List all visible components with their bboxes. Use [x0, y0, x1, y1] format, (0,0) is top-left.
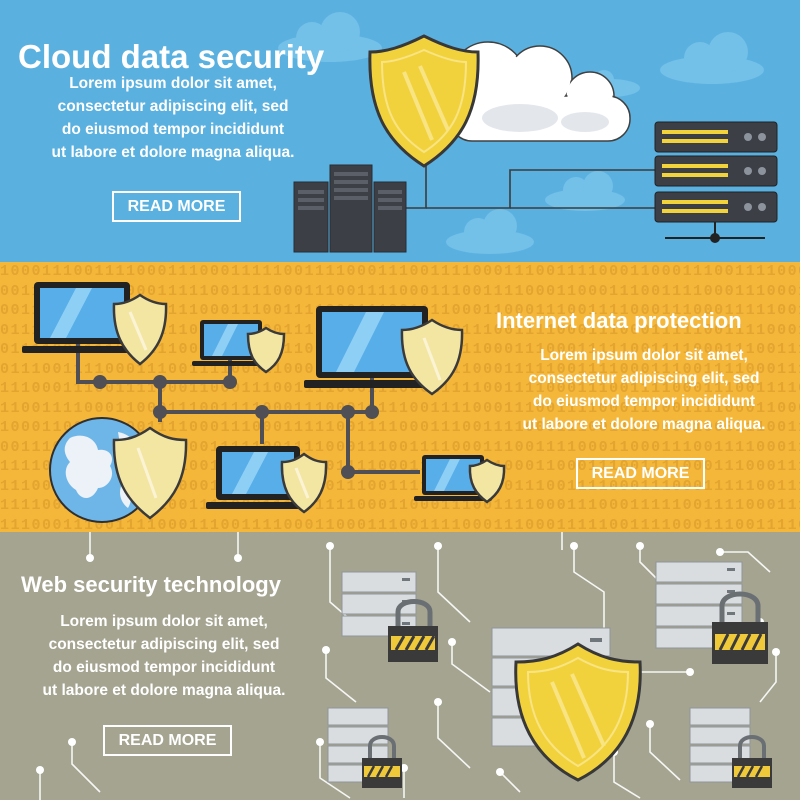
laptop-icon: [22, 282, 142, 353]
web-security-illustration: [36, 532, 780, 800]
banner-title: Internet data protection: [496, 308, 742, 333]
banner-description: Lorem ipsum dolor sit amet, consectetur …: [18, 72, 328, 164]
description-line: Lorem ipsum dolor sit amet,: [540, 347, 748, 364]
laptop-icon: [304, 306, 440, 388]
description-line: do eiusmod tempor incididunt: [52, 659, 276, 676]
description-line: ut labore et dolore magna aliqua.: [51, 144, 295, 161]
internet-protection-banner: 1000111001111000111000111110011110001110…: [0, 262, 800, 532]
banner-description: Lorem ipsum dolor sit amet, consectetur …: [494, 344, 794, 436]
laptop-icon: [414, 455, 492, 501]
description-line: Lorem ipsum dolor sit amet,: [69, 75, 277, 92]
shield-icon: [514, 642, 642, 782]
banner-description: Lorem ipsum dolor sit amet, consectetur …: [16, 610, 312, 702]
laptop-icon: [206, 446, 310, 509]
padlock-icon: [388, 599, 438, 662]
description-line: consectetur adipiscing elit, sed: [528, 370, 760, 387]
web-security-banner: Web security technology Lorem ipsum dolo…: [0, 532, 800, 800]
read-more-button[interactable]: READ MORE: [112, 191, 241, 222]
description-line: consectetur adipiscing elit, sed: [48, 636, 280, 653]
banner-title: Cloud data security: [18, 38, 325, 75]
cloud-security-banner: Cloud data security Lorem ipsum dolor si…: [0, 0, 800, 262]
description-line: consectetur adipiscing elit, sed: [57, 98, 289, 115]
internet-protection-illustration: [22, 282, 506, 523]
description-line: ut labore et dolore magna aliqua.: [522, 416, 766, 433]
description-line: Lorem ipsum dolor sit amet,: [60, 613, 268, 630]
padlock-icon: [362, 735, 402, 788]
banner-title: Web security technology: [21, 572, 281, 597]
server-rack-icon: [654, 121, 778, 243]
description-line: ut labore et dolore magna aliqua.: [42, 682, 286, 699]
shield-icon: [368, 34, 480, 168]
description-line: do eiusmod tempor incididunt: [61, 121, 285, 138]
padlock-icon: [732, 735, 772, 788]
description-line: do eiusmod tempor incididunt: [532, 393, 756, 410]
padlock-icon: [712, 591, 768, 664]
read-more-button[interactable]: READ MORE: [576, 458, 705, 489]
cloud-security-illustration: [278, 12, 778, 254]
network-lines: [405, 160, 716, 238]
tower-server-icon: [293, 164, 407, 253]
shield-icon: [112, 293, 506, 520]
read-more-button[interactable]: READ MORE: [103, 725, 232, 756]
